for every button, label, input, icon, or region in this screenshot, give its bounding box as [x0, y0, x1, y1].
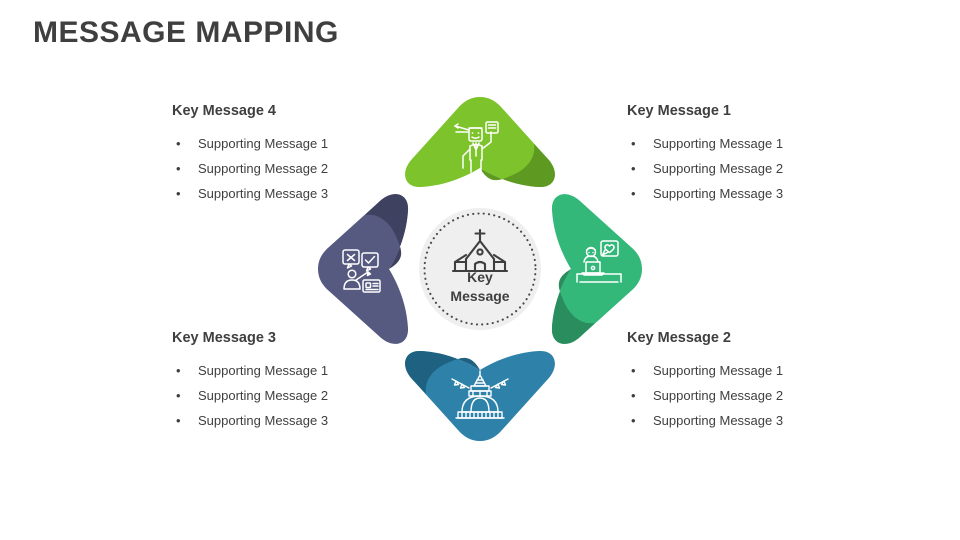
list-item: • Supporting Message 3: [627, 408, 957, 433]
supporting-message-list: • Supporting Message 1 • Supporting Messag…: [172, 131, 502, 206]
supporting-message-text: Supporting Message 1: [198, 362, 329, 378]
petal-right[interactable]: [551, 194, 642, 344]
center-label-line2: Message: [450, 288, 510, 304]
bullet-glyph: •: [176, 185, 181, 201]
supporting-message-list: • Supporting Message 1 • Supporting Messag…: [172, 358, 502, 433]
bullet-glyph: •: [176, 412, 181, 428]
list-item: • Supporting Message 2: [627, 383, 957, 408]
supporting-message-text: Supporting Message 2: [198, 387, 329, 403]
list-item: • Supporting Message 1: [627, 131, 957, 156]
key-message-title: Key Message 2: [627, 330, 731, 346]
list-item: • Supporting Message 1: [627, 358, 957, 383]
supporting-message-text: Supporting Message 3: [198, 412, 329, 428]
key-message-title: Key Message 1: [627, 103, 731, 119]
supporting-message-text: Supporting Message 1: [198, 135, 329, 151]
bullet-glyph: •: [176, 135, 181, 151]
bullet-glyph: •: [631, 160, 636, 176]
center-label: Key Message: [420, 268, 540, 306]
center-circle-dotted-border: [423, 212, 537, 326]
supporting-message-text: Supporting Message 1: [653, 135, 784, 151]
list-item: • Supporting Message 1: [172, 131, 502, 156]
list-item: • Supporting Message 2: [172, 383, 502, 408]
bullet-glyph: •: [631, 135, 636, 151]
supporting-message-text: Supporting Message 3: [198, 185, 329, 201]
center-circle-fill[interactable]: [419, 208, 541, 330]
petal-left-shape[interactable]: [318, 194, 409, 344]
supporting-message-text: Supporting Message 3: [653, 412, 784, 428]
center-circle[interactable]: [419, 208, 541, 330]
list-item: • Supporting Message 3: [627, 181, 957, 206]
list-item: • Supporting Message 2: [172, 156, 502, 181]
fact-check-person-icon: [342, 249, 381, 293]
key-message-title: Key Message 3: [172, 330, 276, 346]
supporting-message-text: Supporting Message 1: [653, 362, 784, 378]
list-item: • Supporting Message 3: [172, 408, 502, 433]
message-block-key-message-3: Key Message 3 • Supporting Message 1 • Sup…: [172, 330, 502, 433]
message-block-key-message-2: Key Message 2 • Supporting Message 1 • Sup…: [627, 330, 957, 433]
key-message-title: Key Message 4: [172, 103, 276, 119]
bullet-glyph: •: [631, 185, 636, 201]
petal-left[interactable]: [318, 194, 409, 344]
bullet-glyph: •: [176, 362, 181, 378]
petal-right-shape[interactable]: [551, 194, 642, 344]
list-item: • Supporting Message 3: [172, 181, 502, 206]
center-label-line1: Key: [467, 269, 493, 285]
message-block-key-message-1: Key Message 1 • Supporting Message 1 • Sup…: [627, 103, 957, 206]
supporting-message-text: Supporting Message 2: [653, 387, 784, 403]
page-title: MESSAGE MAPPING: [33, 16, 339, 49]
message-block-key-message-4: Key Message 4 • Supporting Message 1 • Sup…: [172, 103, 502, 206]
church-icon: [451, 228, 509, 273]
list-item: • Supporting Message 1: [172, 358, 502, 383]
supporting-message-list: • Supporting Message 1 • Supporting Messag…: [627, 358, 957, 433]
list-item: • Supporting Message 2: [627, 156, 957, 181]
bullet-glyph: •: [631, 412, 636, 428]
petal-right-fold-shadow: [551, 269, 595, 344]
supporting-message-text: Supporting Message 2: [198, 160, 329, 176]
bullet-glyph: •: [631, 362, 636, 378]
person-at-desk-with-heart-icon: [576, 240, 622, 283]
bullet-glyph: •: [631, 387, 636, 403]
bullet-glyph: •: [176, 160, 181, 176]
bullet-glyph: •: [176, 387, 181, 403]
supporting-message-text: Supporting Message 2: [653, 160, 784, 176]
supporting-message-list: • Supporting Message 1 • Supporting Messag…: [627, 131, 957, 206]
supporting-message-text: Supporting Message 3: [653, 185, 784, 201]
